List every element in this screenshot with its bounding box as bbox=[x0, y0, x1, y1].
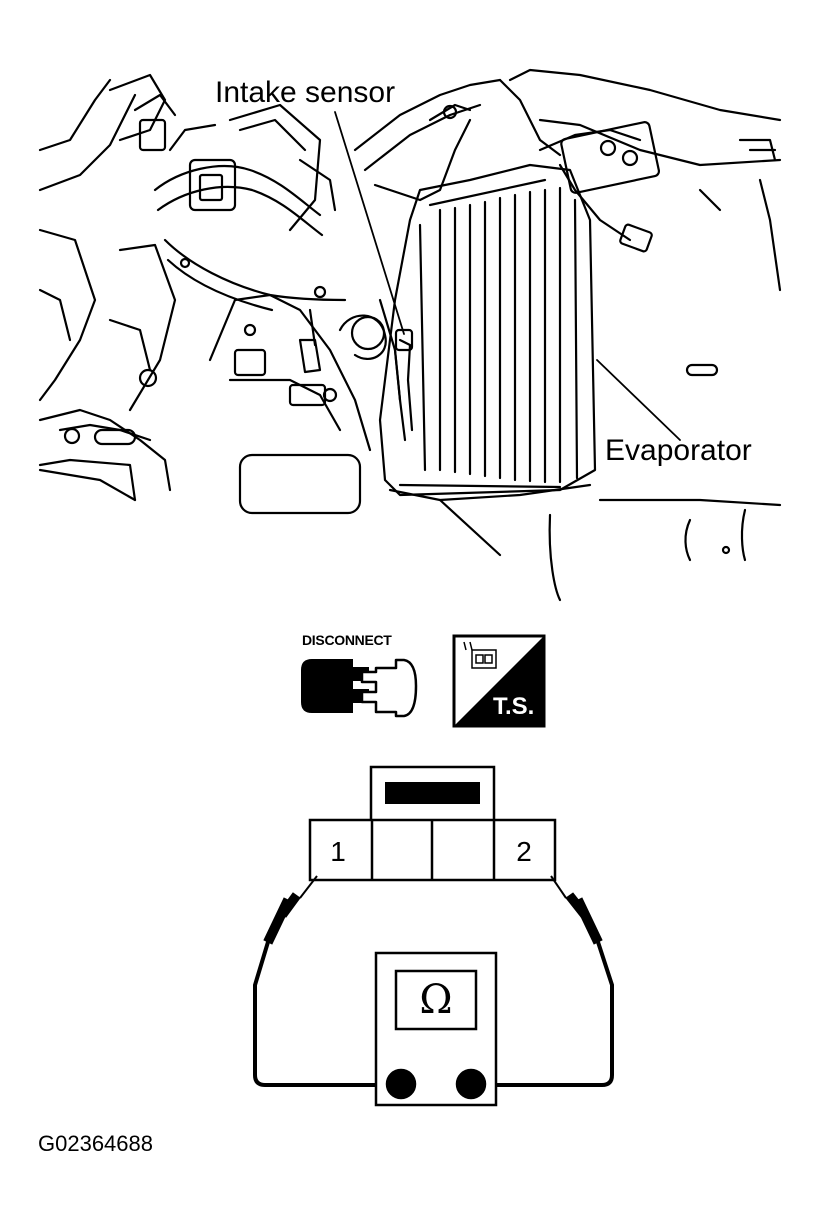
meter-terminal-right bbox=[455, 1068, 487, 1100]
intake-sensor-leads bbox=[393, 328, 414, 442]
ohmmeter bbox=[374, 951, 498, 1107]
evaporator-callout: Evaporator bbox=[605, 434, 752, 467]
evaporator-leader bbox=[596, 359, 681, 441]
figure-id: G02364688 bbox=[38, 1131, 153, 1156]
meter-terminal-left bbox=[385, 1068, 417, 1100]
engine-bay-illustration bbox=[38, 68, 782, 602]
wiring-harness bbox=[153, 103, 347, 312]
evaporator-core bbox=[378, 163, 597, 502]
ts-label: T.S. bbox=[493, 693, 535, 720]
floor-panel bbox=[38, 453, 782, 602]
right-test-probe bbox=[472, 875, 614, 1087]
disconnect-label: DISCONNECT bbox=[302, 632, 392, 648]
callout-leaders bbox=[334, 111, 681, 441]
center-bracket bbox=[208, 293, 402, 452]
pin-1-label: 1 bbox=[330, 836, 346, 867]
intake-sensor-leader bbox=[334, 111, 405, 335]
left-body-frame bbox=[38, 73, 177, 502]
pin-2-label: 2 bbox=[516, 836, 532, 867]
ohm-symbol: Ω bbox=[419, 977, 453, 1023]
left-test-probe bbox=[253, 875, 392, 1087]
intake-sensor-callout: Intake sensor bbox=[215, 76, 396, 109]
upper-pipes bbox=[353, 68, 782, 377]
